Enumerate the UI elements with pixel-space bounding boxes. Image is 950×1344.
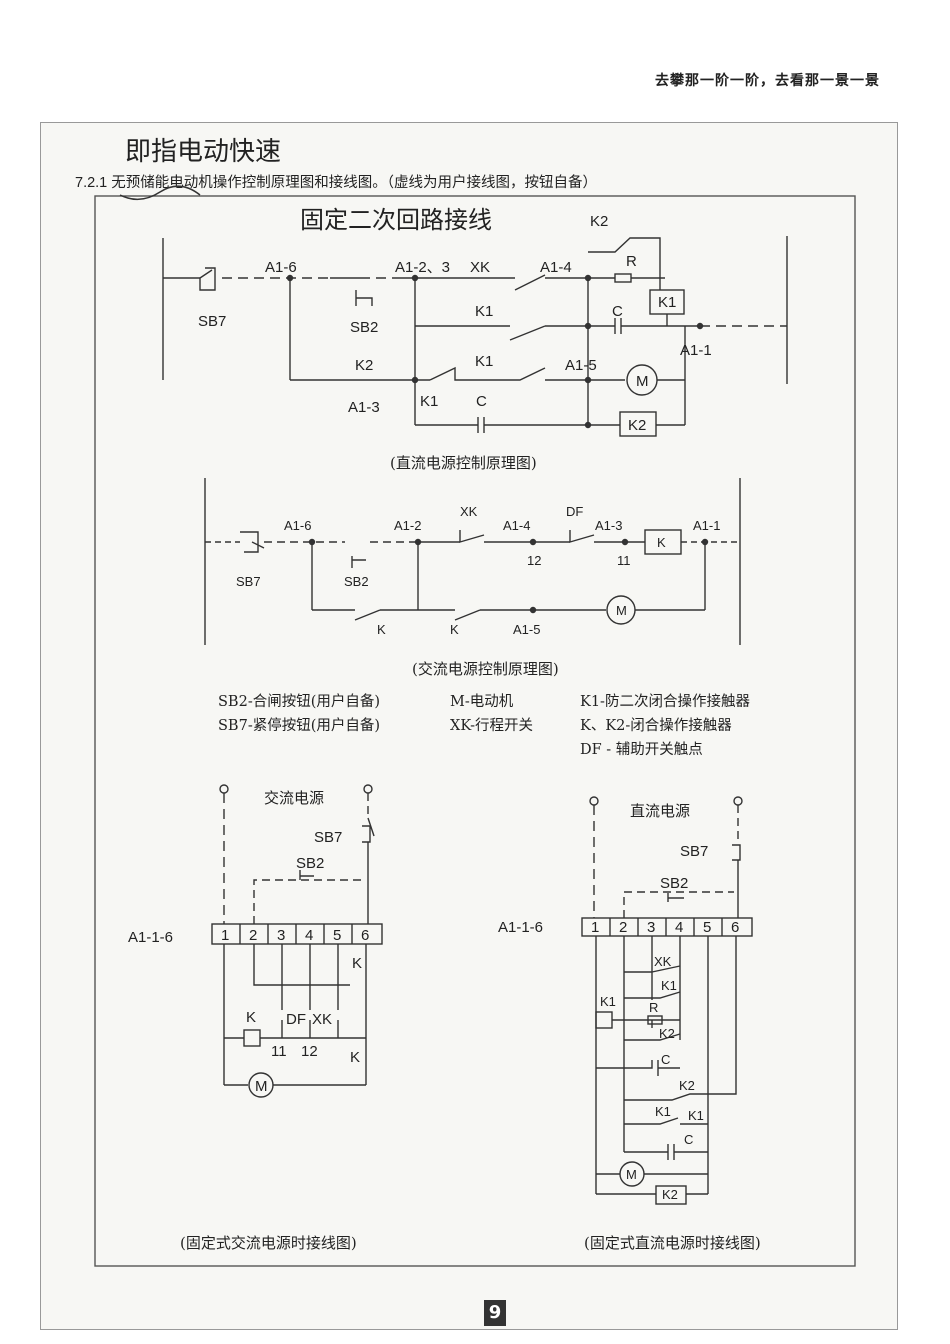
legend-column-3: K1-防二次闭合操作接触器 K、K2-闭合操作接触器 DF - 辅助开关触点 [580,690,750,762]
acw-label-k-right: K [352,955,362,972]
acw-terminal-6: 6 [361,927,369,944]
dc-label-sb7: SB7 [198,313,226,330]
ac-label-k-box: K [657,535,666,550]
dcw-label-terminal: A1-1-6 [498,919,543,936]
acw-label-11: 11 [271,1043,287,1060]
legend-column-1: SB2-合闸按钮(用户自备) SB7-紧停按钮(用户自备) [218,690,380,738]
acw-label-power: 交流电源 [264,789,324,807]
acw-label-sb7: SB7 [314,829,342,846]
dc-label-k2-left: K2 [355,357,373,374]
ac-label-m: M [616,603,627,618]
dcw-label-k2a: K2 [659,1026,675,1041]
dc-label-a11: A1-1 [680,342,712,359]
dc-label-sb2: SB2 [350,319,378,336]
section-title: 7.2.1 无预储能电动机操作控制原理图和接线图。（虚线为用户接线图，按钮自备） [75,174,597,191]
dcw-label-k2b: K2 [679,1078,695,1093]
acw-terminal-4: 4 [305,927,313,944]
legend-sb7: SB7-紧停按钮(用户自备) [218,718,381,734]
acw-label-k-box: K [246,1009,256,1026]
ac-label-df: DF [566,504,583,519]
dcw-terminal-1: 1 [591,919,599,936]
ac-label-a11: A1-1 [693,518,720,533]
acw-label-xk: XK [312,1011,332,1028]
acw-terminal-5: 5 [333,927,341,944]
dcw-label-k1b: K1 [655,1104,671,1119]
dc-diagram-caption: (直流电源控制原理图) [390,454,537,472]
dc-label-k1-box: K1 [658,294,676,311]
ac-label-k-2: K [450,622,459,637]
dc-label-r: R [626,253,637,270]
handwritten-note-secondary: 固定二次回路接线 [300,206,492,234]
dc-label-c-mid: C [612,303,623,320]
dcw-label-xk: XK [654,954,672,969]
legend-xk: XK-行程开关 [450,718,533,734]
ac-label-a15: A1-5 [513,622,540,637]
page-number: 9 [484,1300,506,1326]
dc-wiring-caption: (固定式直流电源时接线图) [584,1234,761,1252]
dc-label-k1-mid: K1 [475,303,493,320]
legend-m: M-电动机 [450,694,514,710]
ac-label-a14: A1-4 [503,518,530,533]
acw-label-12: 12 [301,1043,318,1060]
dc-label-k2-box: K2 [628,417,646,434]
dc-label-k1-bot: K1 [420,393,438,410]
acw-terminal-1: 1 [221,927,229,944]
underline-squiggle [119,185,201,201]
dc-label-m: M [636,373,649,390]
acw-terminal-3: 3 [277,927,285,944]
dc-label-a14: A1-4 [540,259,572,276]
ac-label-sb7: SB7 [236,574,261,589]
dcw-label-m: M [626,1167,637,1182]
dcw-label-r: R [649,1000,658,1015]
dc-label-a16: A1-6 [265,259,297,276]
ac-label-sb2: SB2 [344,574,369,589]
dcw-label-k1c: K1 [688,1108,704,1123]
ac-label-a12: A1-2 [394,518,421,533]
header-motto: 去攀那一阶一阶，去看那一景一景 [655,73,880,89]
ac-wiring-caption: (固定式交流电源时接线图) [180,1234,357,1252]
legend-k-k2: K、K2-闭合操作接触器 [580,718,732,734]
legend-sb2: SB2-合闸按钮(用户自备) [218,694,381,710]
dcw-terminal-3: 3 [647,919,655,936]
dc-label-c-bot: C [476,393,487,410]
handwritten-note-title: 即指电动快速 [125,137,281,167]
dcw-label-c1: C [661,1052,670,1067]
dcw-label-k1a: K1 [661,978,677,993]
ac-label-12: 12 [527,553,541,568]
scanned-page [40,122,898,1330]
dcw-label-k2-box: K2 [662,1187,678,1202]
dcw-label-k1-box: K1 [600,994,616,1009]
ac-label-a13: A1-3 [595,518,622,533]
acw-label-sb2: SB2 [296,855,324,872]
dcw-terminal-5: 5 [703,919,711,936]
acw-terminal-2: 2 [249,927,257,944]
ac-label-a16: A1-6 [284,518,311,533]
dc-label-a13: A1-3 [348,399,380,416]
dcw-terminal-6: 6 [731,919,739,936]
ac-label-11: 11 [617,553,631,568]
dc-label-k1-low: K1 [475,353,493,370]
legend-k1: K1-防二次闭合操作接触器 [580,694,750,710]
legend-df: DF - 辅助开关触点 [580,742,703,758]
dcw-label-sb7: SB7 [680,843,708,860]
dc-label-a123: A1-2、3 [395,259,450,276]
dcw-label-power: 直流电源 [630,803,690,820]
dc-label-a15: A1-5 [565,357,597,374]
dcw-terminal-4: 4 [675,919,683,936]
acw-label-k-right2: K [350,1049,360,1066]
ac-diagram-caption: (交流电源控制原理图) [412,660,559,678]
ac-label-k-1: K [377,622,386,637]
dc-label-k2-top: K2 [590,213,608,230]
dcw-label-sb2: SB2 [660,875,688,892]
acw-label-df: DF [286,1011,306,1028]
dcw-terminal-2: 2 [619,919,627,936]
ac-label-xk: XK [460,504,478,519]
dc-label-xk: XK [470,259,490,276]
legend-column-2: M-电动机 XK-行程开关 [450,690,533,738]
acw-label-terminal: A1-1-6 [128,929,173,946]
acw-label-m: M [255,1078,268,1095]
dcw-label-c2: C [684,1132,693,1147]
